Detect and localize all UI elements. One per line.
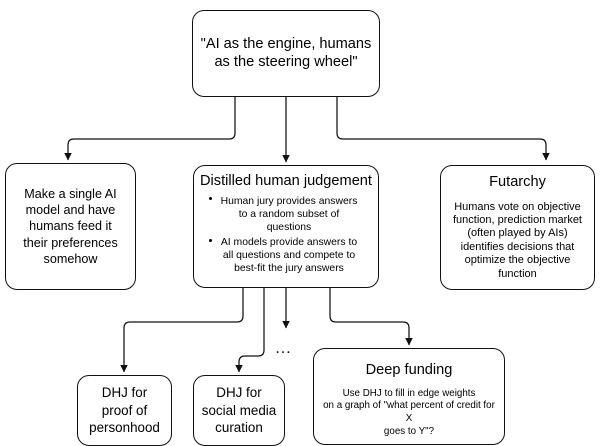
node-dhj-social-media-curation[interactable]: DHJ for social media curation (193, 375, 285, 446)
node-root[interactable]: "AI as the engine, humans as the steerin… (192, 10, 380, 97)
edge-dhj-to-social-media (235, 288, 265, 373)
node-dhj-proof-of-personhood-label: DHJ for proof of personhood (89, 385, 160, 436)
node-root-label: "AI as the engine, humans as the steerin… (200, 36, 372, 70)
node-futarchy-body: Humans vote on objective function, predi… (452, 200, 582, 280)
bullet-icon (209, 197, 212, 201)
node-single-ai-model-label: Make a single AI model and have humans f… (23, 186, 118, 267)
edge-root-to-futarchy (336, 97, 550, 161)
bullet-text: AI models provide answers to all questio… (220, 236, 358, 275)
node-dhj-bullet-list: Human jury provides answers to a random … (200, 195, 372, 278)
node-deep-funding[interactable]: Deep funding Use DHJ to fill in edge wei… (313, 348, 505, 445)
node-dhj-proof-of-personhood[interactable]: DHJ for proof of personhood (77, 375, 172, 446)
node-distilled-human-judgement[interactable]: Distilled human judgement Human jury pro… (193, 165, 379, 288)
ellipsis-more-applications: … (274, 338, 294, 357)
bullet-icon (209, 238, 212, 242)
list-item: Human jury provides answers to a random … (200, 195, 372, 234)
node-single-ai-model[interactable]: Make a single AI model and have humans f… (5, 163, 136, 290)
node-deep-funding-body: Use DHJ to fill in edge weights on a gra… (323, 387, 495, 437)
node-futarchy-title: Futarchy (489, 174, 546, 190)
node-futarchy[interactable]: Futarchy Humans vote on objective functi… (440, 165, 595, 290)
bullet-text: Human jury provides answers to a random … (220, 195, 358, 233)
node-deep-funding-title: Deep funding (365, 362, 453, 378)
list-item: AI models provide answers to all questio… (200, 236, 372, 275)
edge-root-to-single-model (64, 97, 236, 161)
node-dhj-social-media-curation-label: DHJ for social media curation (201, 385, 277, 436)
edge-dhj-to-deep-funding (329, 288, 413, 346)
edge-dhj-to-proof-of-personhood (120, 288, 244, 373)
node-distilled-human-judgement-title: Distilled human judgement (200, 173, 372, 189)
